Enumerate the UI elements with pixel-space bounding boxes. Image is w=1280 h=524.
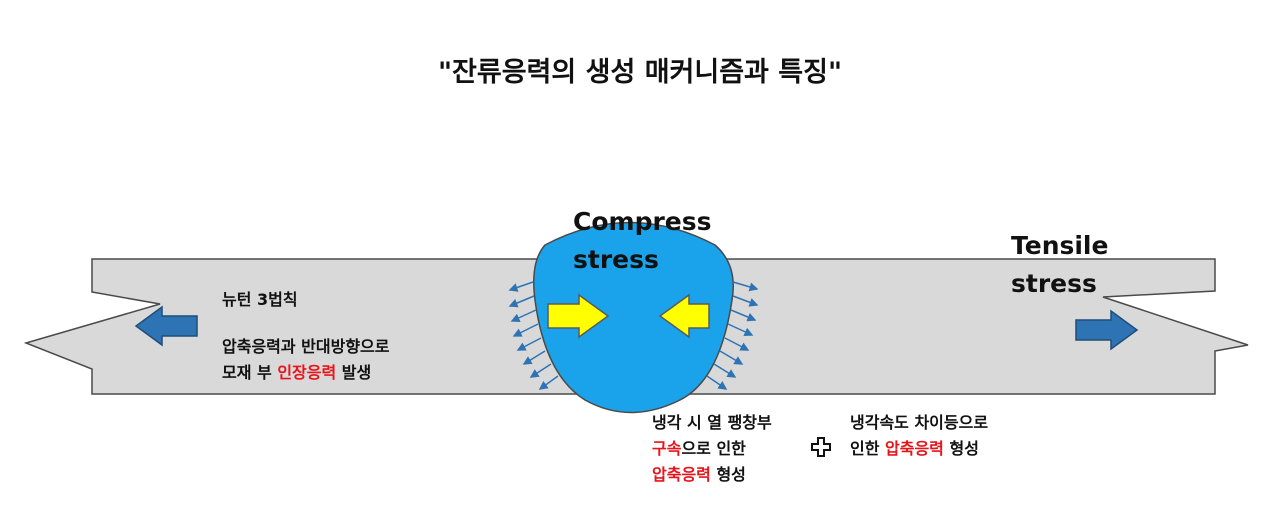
- left-line2-pre: 모재 부: [222, 363, 277, 382]
- left-line2-post: 발생: [336, 363, 371, 382]
- compress-stress-label: Compress stress: [573, 203, 712, 279]
- right-line2-post: 형성: [944, 439, 979, 458]
- right-annotation-line2: 인한 압축응력 형성: [850, 436, 988, 462]
- left-annotation-line2: 모재 부 인장응력 발생: [222, 360, 390, 386]
- mid-line2-emphasis: 구속: [652, 439, 681, 458]
- tensile-stress-label: Tensile stress: [1011, 227, 1108, 303]
- right-line2-emphasis: 압축응력: [885, 439, 944, 458]
- middle-annotation-line2: 구속으로 인한: [652, 436, 772, 462]
- mid-line3-post: 형성: [711, 465, 746, 484]
- left-line2-emphasis: 인장응력: [277, 363, 336, 382]
- right-line2-pre: 인한: [850, 439, 885, 458]
- mid-line3-emphasis: 압축응력: [652, 465, 711, 484]
- compress-label-line2: stress: [573, 241, 712, 279]
- right-annotation: 냉각속도 차이등으로 인한 압축응력 형성: [850, 410, 988, 462]
- right-annotation-line1: 냉각속도 차이등으로: [850, 410, 988, 436]
- compress-label-line1: Compress: [573, 203, 712, 241]
- middle-annotation: 냉각 시 열 팽창부 구속으로 인한 압축응력 형성: [652, 410, 772, 488]
- newton-law-label: 뉴턴 3법칙: [222, 287, 298, 313]
- plus-icon: [811, 437, 831, 457]
- tensile-label-line2: stress: [1011, 265, 1108, 303]
- left-annotation-line1: 압축응력과 반대방향으로: [222, 334, 390, 360]
- middle-annotation-line3: 압축응력 형성: [652, 462, 772, 488]
- left-annotation: 압축응력과 반대방향으로 모재 부 인장응력 발생: [222, 334, 390, 386]
- mid-line2-post: 으로 인한: [681, 439, 745, 458]
- middle-annotation-line1: 냉각 시 열 팽창부: [652, 410, 772, 436]
- tensile-label-line1: Tensile: [1011, 227, 1108, 265]
